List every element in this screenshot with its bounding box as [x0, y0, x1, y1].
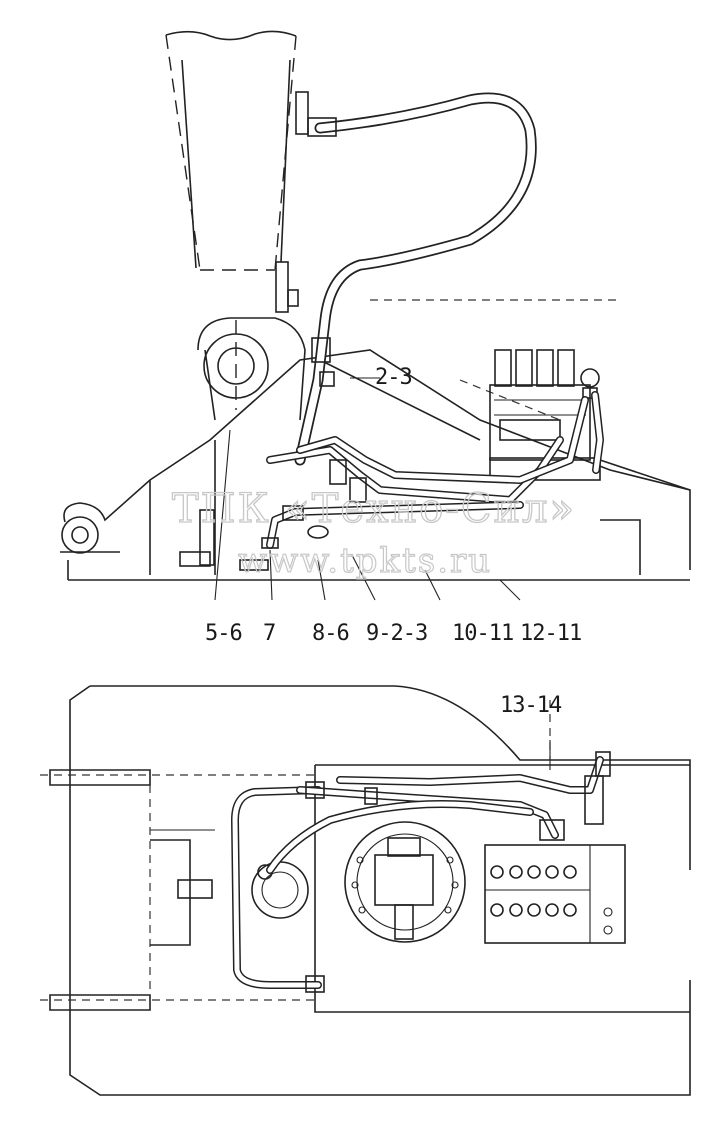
- hose-valve-right: [591, 391, 604, 474]
- watermark-company: ТПК «Техно-Сил»: [172, 486, 576, 532]
- side-view: [60, 30, 691, 601]
- callout-2-3: 2-3: [375, 365, 412, 390]
- callout-5-6: 5-6: [205, 621, 242, 646]
- callout-7: 7: [263, 621, 275, 646]
- callout-12-11: 12-11: [520, 621, 581, 646]
- machine-frame-side: [60, 299, 691, 581]
- watermark: ТПК «Техно-Сил» www.tpkts.ru: [171, 485, 576, 581]
- callout-8-6: 8-6: [312, 621, 349, 646]
- control-valve-plan: [484, 844, 626, 944]
- hoses-plan: [231, 751, 611, 993]
- swing-bearing: [344, 821, 466, 943]
- hose-top-loop: [294, 92, 537, 466]
- leader-lines-side: [214, 377, 521, 601]
- bracket-plates: [179, 509, 329, 571]
- callout-labels: 2-3 5-6 7 8-6 9-2-3 10-11 12-11 13-14: [205, 365, 582, 718]
- callout-13-14: 13-14: [500, 693, 562, 718]
- pivot-bracket: [197, 317, 306, 421]
- watermark-url: www.tpkts.ru: [238, 541, 492, 581]
- machine-frame-plan: [40, 685, 691, 1096]
- callout-10-11: 10-11: [452, 621, 513, 646]
- callout-9-2-3: 9-2-3: [366, 621, 427, 646]
- control-valve-block: [489, 349, 601, 481]
- boom-column: [165, 30, 309, 313]
- plan-view: [40, 685, 691, 1096]
- hose-pair-lower: [266, 396, 589, 504]
- pump-ring: [251, 861, 309, 919]
- hose-to-bottom-fitting: [261, 501, 524, 549]
